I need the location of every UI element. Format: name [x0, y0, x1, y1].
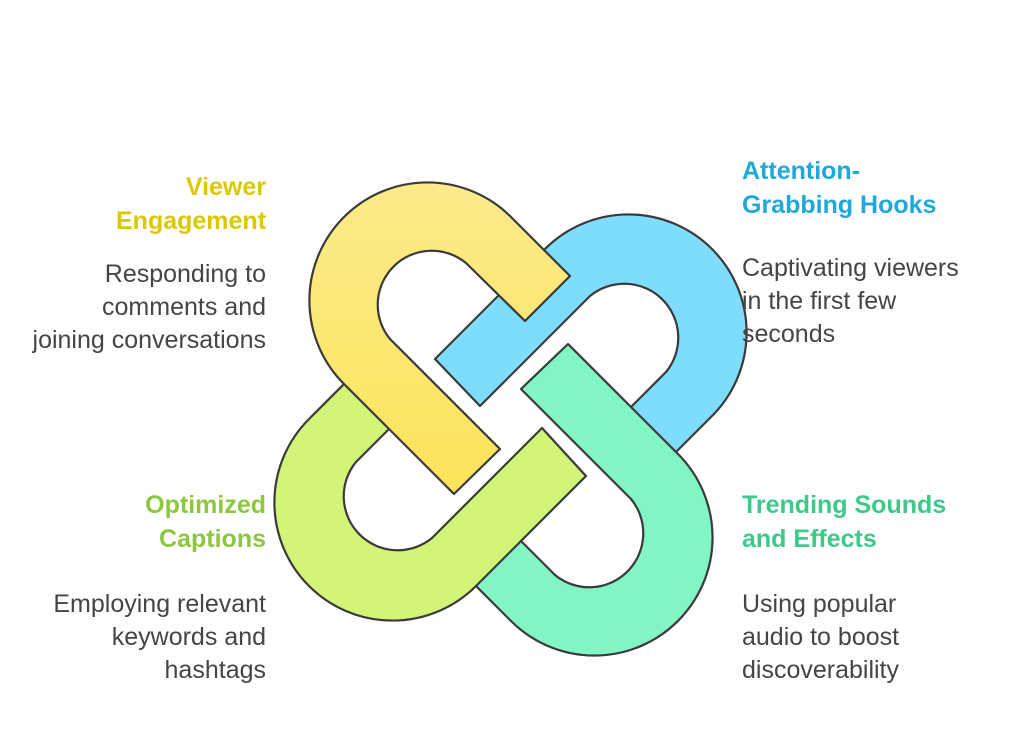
viewer-engagement-link	[308, 181, 572, 496]
attention-hooks-title: Attention-Grabbing Hooks	[742, 157, 937, 219]
trending-sounds-title: Trending Sounds and Effects	[742, 491, 947, 553]
viewer-engagement-title: Viewer Engagement	[116, 173, 267, 235]
attention-hooks-block: Attention-Grabbing Hooks Captivating vie…	[742, 154, 982, 351]
trending-sounds-link	[450, 342, 714, 657]
optimized-captions-title: Optimized Captions	[145, 491, 266, 553]
optimized-captions-block: Optimized Captions Employing relevant ke…	[26, 488, 266, 687]
optimized-captions-link	[273, 356, 588, 622]
viewer-engagement-block: Viewer Engagement Responding to comments…	[26, 170, 267, 357]
optimized-captions-description: Employing relevant keywords and hashtags	[53, 590, 266, 684]
attention-hooks-link	[433, 213, 748, 477]
trending-sounds-description: Using popular audio to boost discoverabi…	[742, 590, 900, 684]
trending-sounds-block: Trending Sounds and Effects Using popula…	[742, 488, 982, 687]
viewer-engagement-description: Responding to comments and joining conve…	[32, 260, 266, 354]
attention-hooks-description: Captivating viewers in the first few sec…	[742, 254, 959, 348]
